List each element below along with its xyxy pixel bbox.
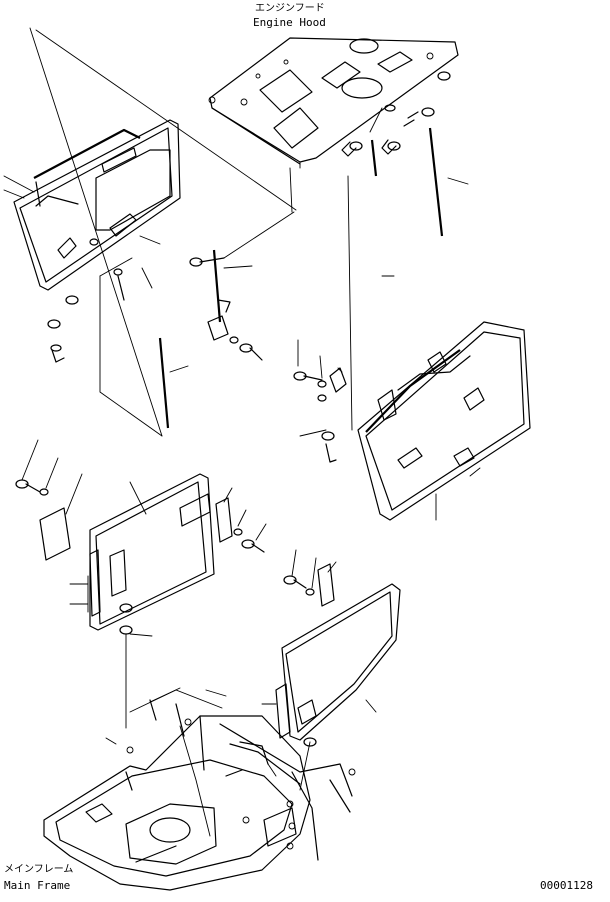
right-side-door: [293, 321, 531, 521]
right-door-callouts: [297, 175, 481, 521]
drawing-number: 00001128: [540, 879, 593, 892]
main-frame-label-en: Main Frame: [4, 879, 70, 892]
main-frame: [43, 687, 356, 891]
main-frame-label-jp: メインフレーム: [4, 863, 73, 875]
middle-bolts: [215, 487, 337, 607]
lower-left-callouts: [21, 439, 147, 613]
engine-hood: [208, 37, 459, 169]
left-side-door: [13, 119, 181, 363]
hood-hardware: [341, 71, 451, 237]
lower-right-panel: [261, 583, 401, 791]
center-hardware: [189, 167, 295, 361]
lower-left-panel: [15, 473, 215, 729]
engine-hood-label-en: Engine Hood: [253, 16, 326, 29]
engine-hood-label-jp: エンジンフード: [255, 3, 325, 14]
left-door-callouts: [3, 27, 297, 437]
